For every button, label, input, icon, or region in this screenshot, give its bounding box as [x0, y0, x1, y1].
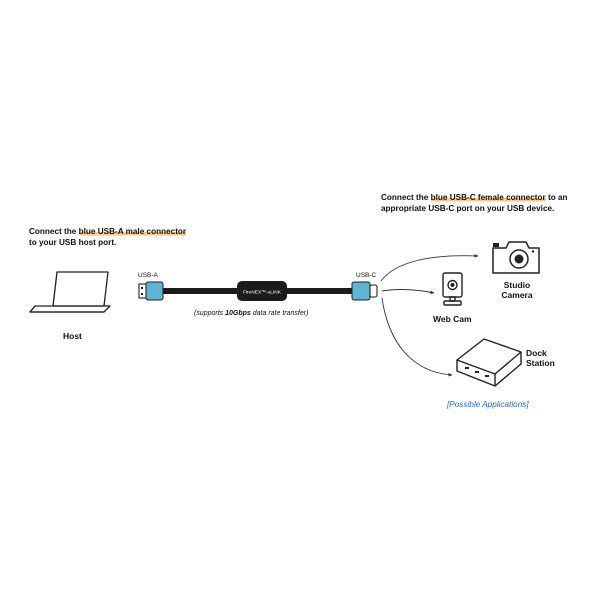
dock-line2: Station [526, 358, 555, 368]
dock-station-label: Dock Station [526, 348, 555, 368]
right-instruction-suffix: to an appropriate USB-C port on your USB… [381, 193, 568, 213]
dock-station-icon [456, 338, 522, 387]
host-label: Host [63, 331, 82, 341]
transfer-note: (supports 10Gbps data rate transfer) [194, 310, 308, 317]
right-instruction-prefix: Connect the [381, 193, 431, 202]
arrows [380, 254, 479, 377]
usb-cable [138, 281, 378, 301]
right-instruction-highlight: blue USB-C female connector [430, 193, 546, 202]
arrow-to-webcam [381, 289, 435, 295]
studio-camera-line1: Studio [503, 280, 531, 290]
usb-c-label: USB-C [356, 272, 377, 279]
arrow-to-dock [381, 297, 453, 377]
camera-icon [492, 241, 540, 274]
left-instruction-highlight: blue USB-A male connector [78, 227, 187, 236]
studio-camera-label: Studio Camera [495, 280, 539, 300]
studio-camera-line2: Camera [501, 290, 533, 300]
left-instruction: Connect the blue USB-A male connector to… [29, 227, 219, 248]
usb-a-tip [138, 283, 147, 299]
right-instruction: Connect the blue USB-C female connector … [381, 193, 591, 214]
possible-applications-link[interactable]: [Possible Applications] [447, 400, 529, 409]
left-instruction-suffix: to your USB host port. [29, 237, 117, 247]
usb-a-connector [145, 281, 164, 301]
usb-a-label: USB-A [138, 272, 158, 279]
web-cam-label: Web Cam [433, 314, 472, 324]
dock-line1: Dock [526, 348, 547, 358]
cable-chip-label: FireNEX™-uLINK [243, 290, 282, 296]
laptop-icon [29, 271, 111, 313]
webcam-icon [442, 272, 463, 306]
transfer-note-prefix: (supports [194, 310, 226, 317]
usb-c-connector [351, 281, 371, 301]
transfer-note-bold: 10Gbps [225, 310, 251, 317]
transfer-note-suffix: data rate transfer) [250, 310, 309, 317]
usb-c-tip [369, 284, 378, 298]
cable-chip [237, 281, 287, 301]
arrow-to-camera [380, 254, 479, 282]
left-instruction-prefix: Connect the [29, 227, 79, 236]
